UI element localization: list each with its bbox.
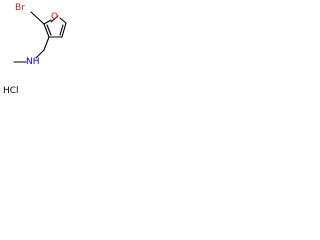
bond-ch2-n [35,49,45,59]
bond-c3-c2 [43,23,50,38]
bond-c3-ch2 [43,36,50,51]
structure-diagram: Br O NH HCl [0,0,136,109]
bond-c5-c4 [61,22,67,38]
bond-c2-br [30,11,45,25]
nitrogen-hydrogen: H [32,57,40,67]
amine-atom-label: NH [26,57,40,67]
nitrogen-symbol: N [26,57,33,67]
bond-c3-c2-double [46,24,52,36]
molecule-bonds [13,11,67,63]
bond-c5-c4-double [59,24,64,36]
oxygen-atom-label: O [51,12,59,22]
bond-o1-c5 [59,17,67,24]
salt-label: HCl [3,86,19,96]
bromine-atom-label: Br [15,3,25,13]
bond-c2-o1 [43,19,52,25]
bond-o1-c2 [50,15,59,23]
